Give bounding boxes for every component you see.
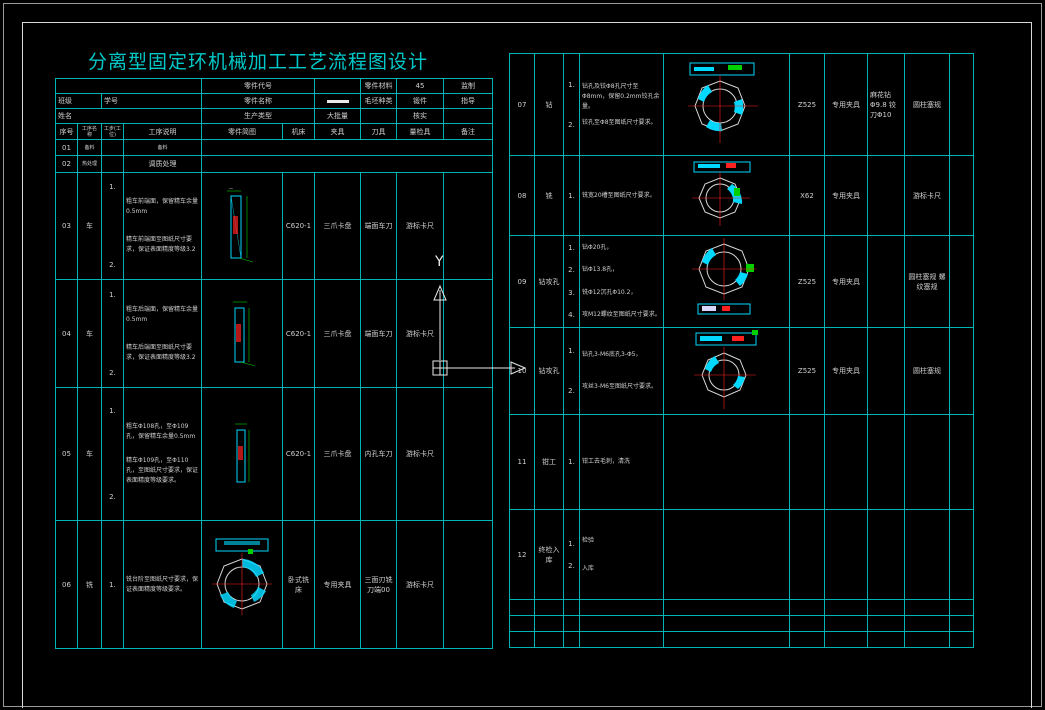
supervisor-label: 监制	[443, 78, 493, 94]
part-name-label: 零件名称	[201, 93, 315, 109]
section-sketch	[233, 301, 256, 366]
ring-sketch	[212, 538, 272, 615]
table-row: 07 钻 1.2. 钻孔及铰Φ8孔尺寸至Φ8mm，保留0.2mm铰孔余量。铰孔至…	[509, 53, 974, 156]
ring-sketch	[691, 237, 756, 314]
section-sketch: —	[227, 186, 254, 263]
sketch-cell	[201, 520, 283, 649]
col-op-name: 工序名称	[77, 123, 102, 140]
sketch-cell	[663, 53, 790, 156]
ucs-icon: Y	[432, 254, 527, 376]
ucs-y-label: Y	[434, 254, 444, 270]
col-fixture: 夹具	[314, 123, 361, 140]
sketch-cell: —	[201, 172, 283, 280]
table-row: 12 终检入库 1.2. 检验入库	[509, 509, 974, 600]
col-gauge: 量检具	[396, 123, 444, 140]
table-row: 11 钳工 1. 钳工去毛刺，清洗	[509, 414, 974, 510]
sketch-cell	[663, 235, 790, 328]
table-row: 10 钻攻孔 1.2. 钻孔3-M6底孔3-Φ5，攻丝3-M6至图纸尺寸要求。 …	[509, 327, 974, 415]
part-material-label: 零件材料	[360, 78, 397, 94]
drawing-title: 分离型固定环机械加工工艺流程图设计	[88, 51, 429, 73]
col-step-no: 工步(工位)	[101, 123, 124, 140]
table-row	[509, 615, 974, 632]
sketch-cell	[201, 279, 283, 388]
table-row: 01 备料 备料	[55, 139, 493, 156]
col-tool: 刀具	[360, 123, 397, 140]
col-description: 工序说明	[123, 123, 202, 140]
ring-sketch	[693, 330, 758, 409]
table-row: 06 铣 1. 铣台阶至图纸尺寸要求，保证表面精度等级要求。 卧式铣床 专用夹具…	[55, 520, 493, 649]
production-type-value: 大批量	[314, 108, 361, 124]
part-name-value	[314, 93, 361, 109]
part-material-value: 45	[396, 78, 444, 94]
part-code-label: 零件代号	[201, 78, 315, 94]
table-row: 08 铣 1. 铣宽20槽至图纸尺寸要求。 X62 专用夹具 游标卡尺	[509, 155, 974, 236]
outer-drawing-frame	[3, 3, 1042, 707]
table-row: 02 热处理 调质处理	[55, 155, 493, 173]
inner-drawing-frame	[22, 22, 1032, 708]
sketch-cell	[201, 387, 283, 521]
instructor-label: 指导	[443, 93, 493, 109]
right-process-table: 07 钻 1.2. 钻孔及铰Φ8孔尺寸至Φ8mm，保留0.2mm铰孔余量。铰孔至…	[509, 53, 974, 648]
header-blank-cell	[55, 78, 202, 94]
table-row: 09 钻攻孔 1.2.3.4. 钻Φ20孔，钻Φ13.8孔，铣Φ12沉孔Φ10.…	[509, 235, 974, 328]
section-sketch	[235, 423, 250, 483]
col-sketch: 零件简图	[201, 123, 283, 140]
ring-sketch	[687, 62, 758, 143]
col-seq: 序号	[55, 123, 78, 140]
col-machine: 机床	[282, 123, 315, 140]
ring-sketch	[691, 161, 750, 226]
table-row	[509, 599, 974, 616]
sketch-cell	[663, 327, 790, 415]
table-row	[509, 631, 974, 648]
sketch-cell	[663, 155, 790, 236]
class-label: 班级	[55, 93, 102, 109]
part-code-value	[314, 78, 361, 94]
blank-type-label: 毛坯种类	[360, 93, 397, 109]
name-label: 姓名	[55, 108, 202, 124]
student-no-label: 学号	[101, 93, 202, 109]
production-type-label: 生产类型	[201, 108, 315, 124]
col-remark: 备注	[443, 123, 493, 140]
review-label: 核实	[396, 108, 444, 124]
blank-type-value: 锻件	[396, 93, 444, 109]
left-process-table: 零件代号 零件材料 45 监制 班级 学号 零件名称 毛坯种类 锻件 指导 姓名…	[55, 78, 493, 649]
svg-text:—: —	[229, 186, 233, 191]
